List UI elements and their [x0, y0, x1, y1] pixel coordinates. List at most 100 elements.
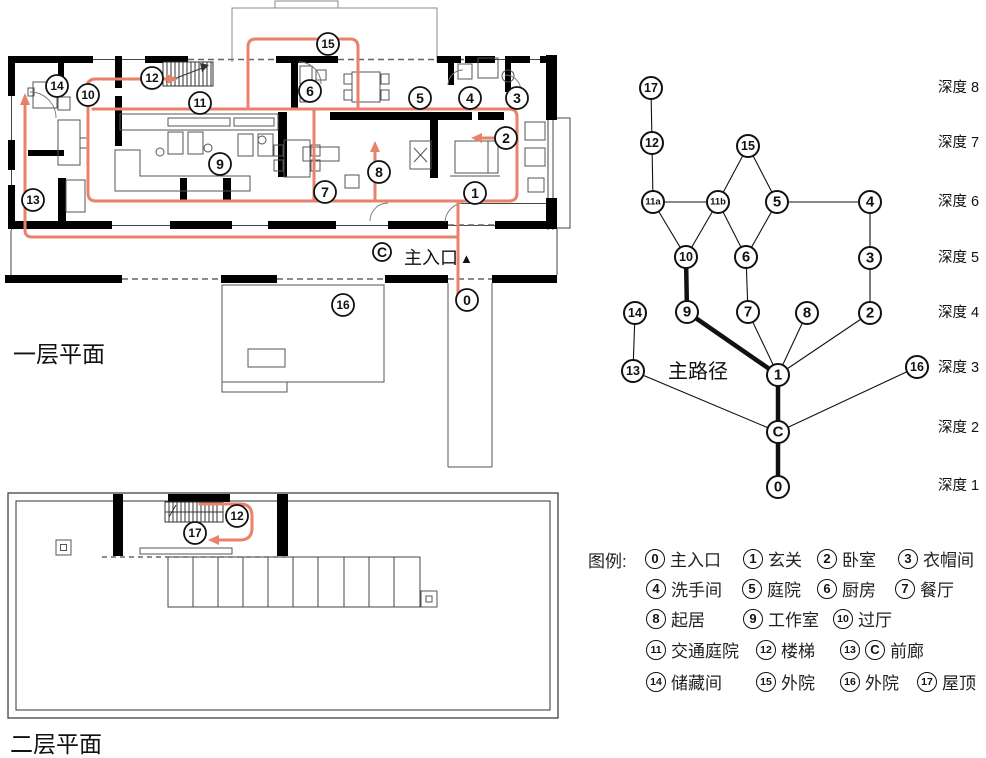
front-yard-16	[221, 284, 385, 393]
svg-text:11b: 11b	[710, 197, 726, 208]
room-marker-12: 12	[140, 66, 164, 90]
legend-number-circle: 6	[817, 578, 837, 599]
entrance-arrow-icon: ▲	[460, 251, 473, 266]
graph-edge-16-C	[777, 366, 918, 433]
legend-item-text: 衣帽间	[923, 551, 974, 570]
floor1-title: 一层平面	[13, 341, 105, 367]
legend-number-circle: 12	[756, 639, 776, 660]
graph-node-2: 2	[858, 301, 882, 325]
graph-node-7: 7	[736, 300, 760, 324]
courtyard-15-outline	[231, 0, 438, 62]
legend-number-circle: 17	[917, 671, 937, 692]
entry-walkway	[447, 283, 493, 468]
graph-node-9: 9	[675, 300, 699, 324]
graph-node-11a: 11a	[641, 190, 665, 214]
legend-item-text: 洗手间	[671, 581, 722, 600]
floor2-details	[55, 539, 438, 608]
room-marker-3: 3	[505, 86, 529, 110]
graph-node-13: 13	[621, 359, 645, 383]
floor2-pergola-slats	[167, 556, 421, 608]
depth-label: 深度 3	[938, 359, 979, 376]
depth-label: 深度 8	[938, 79, 979, 96]
legend-number-circle: 14	[646, 671, 666, 692]
floor2-stair	[164, 501, 224, 523]
graph-edge-2-1	[777, 312, 871, 376]
svg-text:16: 16	[336, 298, 350, 312]
legend-item-text: 交通庭院	[671, 642, 739, 661]
room-marker-5: 5	[408, 86, 432, 110]
legend-item-3: 3 衣帽间	[898, 546, 974, 571]
room-marker-7: 7	[313, 180, 337, 204]
legend-item-text: 过厅	[858, 611, 892, 630]
legend-item-text: 工作室	[768, 611, 819, 630]
svg-text:15: 15	[321, 37, 335, 51]
legend-item-text: 卧室	[842, 551, 876, 570]
floor2-circulation-path	[198, 502, 254, 542]
legend-number-circle: 3	[898, 548, 918, 569]
legend-number-circle: 8	[646, 608, 666, 629]
depth-label: 深度 1	[938, 477, 979, 494]
graph-node-8: 8	[795, 301, 819, 325]
floor1-walls	[5, 55, 557, 283]
svg-text:16: 16	[910, 360, 924, 374]
room-marker-10: 10	[76, 83, 100, 107]
depth-label: 深度 5	[938, 249, 979, 266]
svg-text:10: 10	[81, 88, 95, 102]
room-marker-2: 2	[494, 126, 518, 150]
floor1-dashed-lines	[122, 58, 495, 280]
room-marker-12: 12	[225, 504, 249, 528]
depth-label: 深度 2	[938, 419, 979, 436]
svg-text:9: 9	[216, 156, 224, 172]
svg-text:9: 9	[683, 304, 691, 321]
svg-text:7: 7	[744, 304, 752, 321]
entrance-label: 主入口	[404, 248, 458, 268]
svg-text:17: 17	[644, 81, 658, 95]
svg-text:12: 12	[145, 71, 159, 85]
svg-text:1: 1	[774, 367, 782, 384]
graph-node-4: 4	[858, 190, 882, 214]
legend-item-text: 主入口	[670, 551, 721, 570]
room-marker-13: 13	[21, 188, 45, 212]
svg-text:6: 6	[306, 83, 314, 99]
svg-text:C: C	[773, 424, 784, 441]
graph-node-15: 15	[736, 134, 760, 158]
legend-number-circle: 15	[756, 671, 776, 692]
floor1-path-arrows	[20, 74, 482, 152]
svg-text:5: 5	[416, 90, 424, 106]
depth-label: 深度 4	[938, 304, 979, 321]
legend-title: 图例:	[588, 552, 627, 571]
floor2-walls	[113, 494, 288, 556]
svg-text:10: 10	[679, 250, 693, 264]
legend-item-text: 庭院	[767, 581, 801, 600]
legend-number-circle: 7	[895, 578, 915, 599]
room-marker-14: 14	[45, 74, 69, 98]
legend-item-text: 储藏间	[671, 674, 722, 693]
graph-node-14: 14	[623, 301, 647, 325]
svg-text:7: 7	[321, 184, 329, 200]
room-marker-11: 11	[188, 91, 212, 115]
graph-edge-9-1	[685, 310, 780, 377]
svg-text:0: 0	[463, 292, 471, 308]
svg-text:3: 3	[866, 250, 874, 267]
graph-node-12: 12	[640, 131, 664, 155]
graph-edge-13-C	[632, 370, 779, 433]
svg-text:2: 2	[866, 305, 874, 322]
graph-node-1: 1	[766, 363, 790, 387]
svg-text:4: 4	[866, 194, 875, 211]
legend-number-circle: 13	[840, 639, 860, 660]
svg-text:13: 13	[26, 193, 40, 207]
legend-item-text: 外院	[865, 674, 899, 693]
legend-item-text: 楼梯	[781, 642, 815, 661]
svg-text:15: 15	[741, 139, 755, 153]
